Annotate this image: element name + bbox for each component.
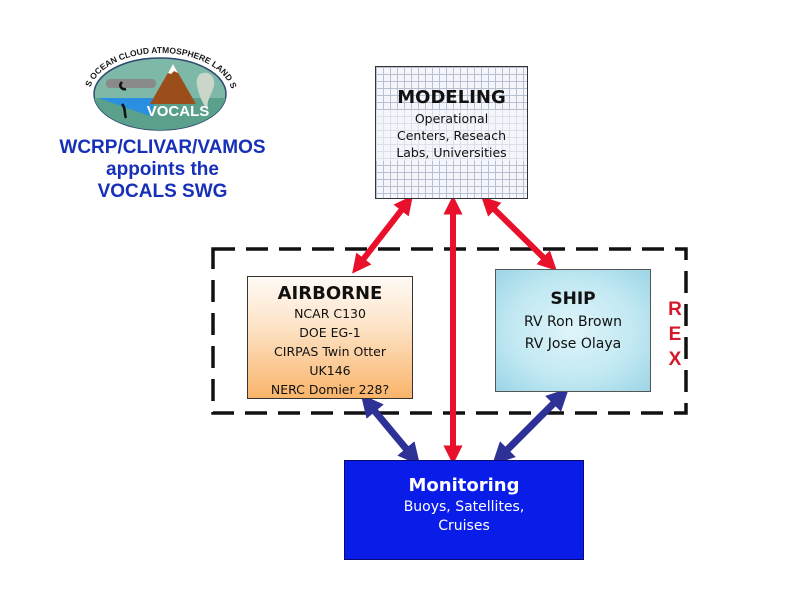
arrow-modeling-airborne [352, 195, 413, 274]
arrow-ship-monitoring [492, 388, 569, 465]
rex-letter: X [668, 349, 682, 370]
ship-box: SHIP RV Ron Brown RV Jose Olaya [495, 269, 651, 392]
logo-water-icon [98, 98, 156, 116]
rex-letter: R [668, 299, 682, 320]
logo-mountain-icon [150, 64, 196, 104]
monitoring-line: Buoys, Satellites, [403, 499, 525, 515]
airborne-platform-list: NCAR C130 DOE EG-1 CIRPAS Twin Otter UK1… [248, 304, 412, 399]
airborne-platform: NCAR C130 [294, 306, 366, 321]
headline-line: appoints the [106, 159, 219, 180]
vocals-logo: VAMOS OCEAN CLOUD ATMOSPHERE LAND STUDY … [74, 28, 243, 131]
modeling-line: Centers, Reseach [396, 128, 506, 143]
modeling-description: Operational Centers, Reseach Labs, Unive… [376, 110, 527, 161]
ship-name: RV Ron Brown [524, 314, 622, 330]
monitoring-box: Monitoring Buoys, Satellites, Cruises [344, 460, 584, 560]
airborne-platform: UK146 [309, 363, 351, 378]
monitoring-line: Cruises [438, 518, 490, 534]
logo-south-america-icon [196, 72, 215, 110]
ship-title: SHIP [550, 289, 596, 309]
headline-text: WCRP/CLIVAR/VAMOS appoints the VOCALS SW… [30, 137, 295, 203]
modeling-title: MODELING [397, 87, 506, 108]
rex-label: R E X [663, 297, 687, 372]
modeling-box: MODELING Operational Centers, Reseach La… [375, 66, 528, 199]
arrow-modeling-ship [481, 196, 557, 271]
monitoring-description: Buoys, Satellites, Cruises [345, 498, 583, 536]
logo-cloud-icon [106, 79, 156, 88]
modeling-line: Labs, Universities [396, 145, 507, 160]
airborne-platform: DOE EG-1 [299, 325, 361, 340]
monitoring-title: Monitoring [408, 475, 520, 496]
airborne-box: AIRBORNE NCAR C130 DOE EG-1 CIRPAS Twin … [247, 276, 413, 399]
airborne-title: AIRBORNE [277, 283, 383, 304]
modeling-line: Operational [414, 111, 489, 126]
arrow-airborne-monitoring [360, 394, 421, 466]
rex-letter: E [668, 324, 682, 345]
ship-list: RV Ron Brown RV Jose Olaya [496, 311, 650, 355]
ship-name: RV Jose Olaya [524, 336, 622, 352]
logo-vocals-text: VOCALS [147, 103, 210, 120]
airborne-platform: NERC Domier 228? [270, 382, 390, 397]
headline-line: VOCALS SWG [97, 181, 228, 202]
airborne-platform: CIRPAS Twin Otter [274, 344, 386, 359]
headline-line: WCRP/CLIVAR/VAMOS [59, 137, 266, 158]
